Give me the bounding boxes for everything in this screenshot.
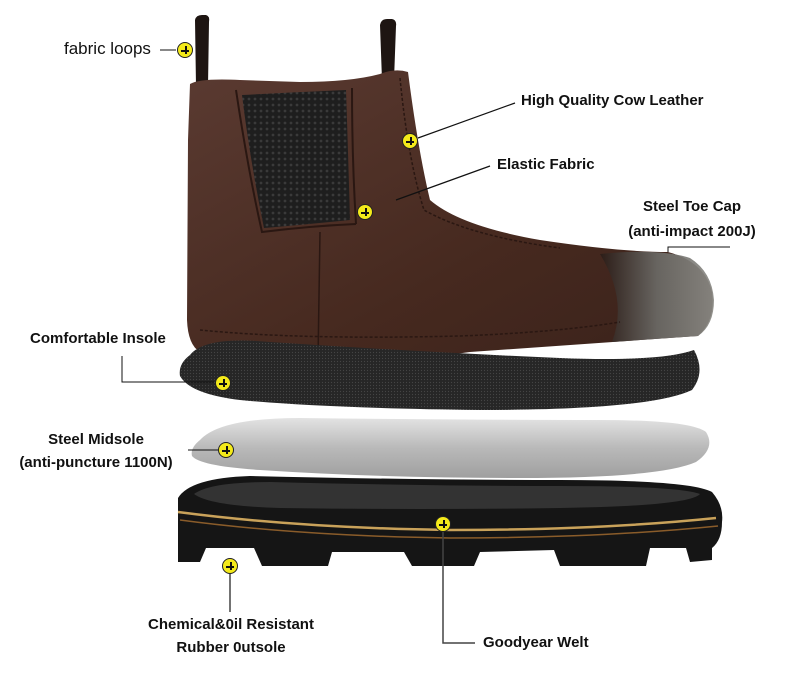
hotspot-steel-midsole[interactable] <box>218 442 234 458</box>
label-steel-midsole: Steel Midsole (anti-puncture 1100N) <box>4 430 188 473</box>
label-outsole-title: Chemical&0il Resistant <box>148 616 314 633</box>
label-steel-toe-cap-title: Steel Toe Cap <box>642 198 742 215</box>
hotspot-outsole[interactable] <box>222 558 238 574</box>
label-fabric-loops: fabric loops <box>64 39 151 58</box>
label-outsole: Chemical&0il Resistant Rubber 0utsole <box>126 615 336 658</box>
label-elastic-fabric: Elastic Fabric <box>497 156 595 173</box>
label-steel-toe-cap-sub: (anti-impact 200J) <box>628 223 756 240</box>
label-outsole-sub: Rubber 0utsole <box>176 639 286 656</box>
label-steel-midsole-title: Steel Midsole <box>48 431 144 448</box>
label-cow-leather: High Quality Cow Leather <box>521 92 704 109</box>
hotspot-cow-leather[interactable] <box>402 133 418 149</box>
hotspot-insole[interactable] <box>215 375 231 391</box>
label-steel-toe-cap: Steel Toe Cap (anti-impact 200J) <box>612 197 772 242</box>
hotspot-goodyear-welt[interactable] <box>435 516 451 532</box>
label-steel-midsole-sub: (anti-puncture 1100N) <box>19 454 173 471</box>
hotspot-fabric-loops[interactable] <box>177 42 193 58</box>
label-insole: Comfortable Insole <box>30 330 166 347</box>
hotspot-elastic-fabric[interactable] <box>357 204 373 220</box>
label-goodyear-welt: Goodyear Welt <box>483 634 589 651</box>
